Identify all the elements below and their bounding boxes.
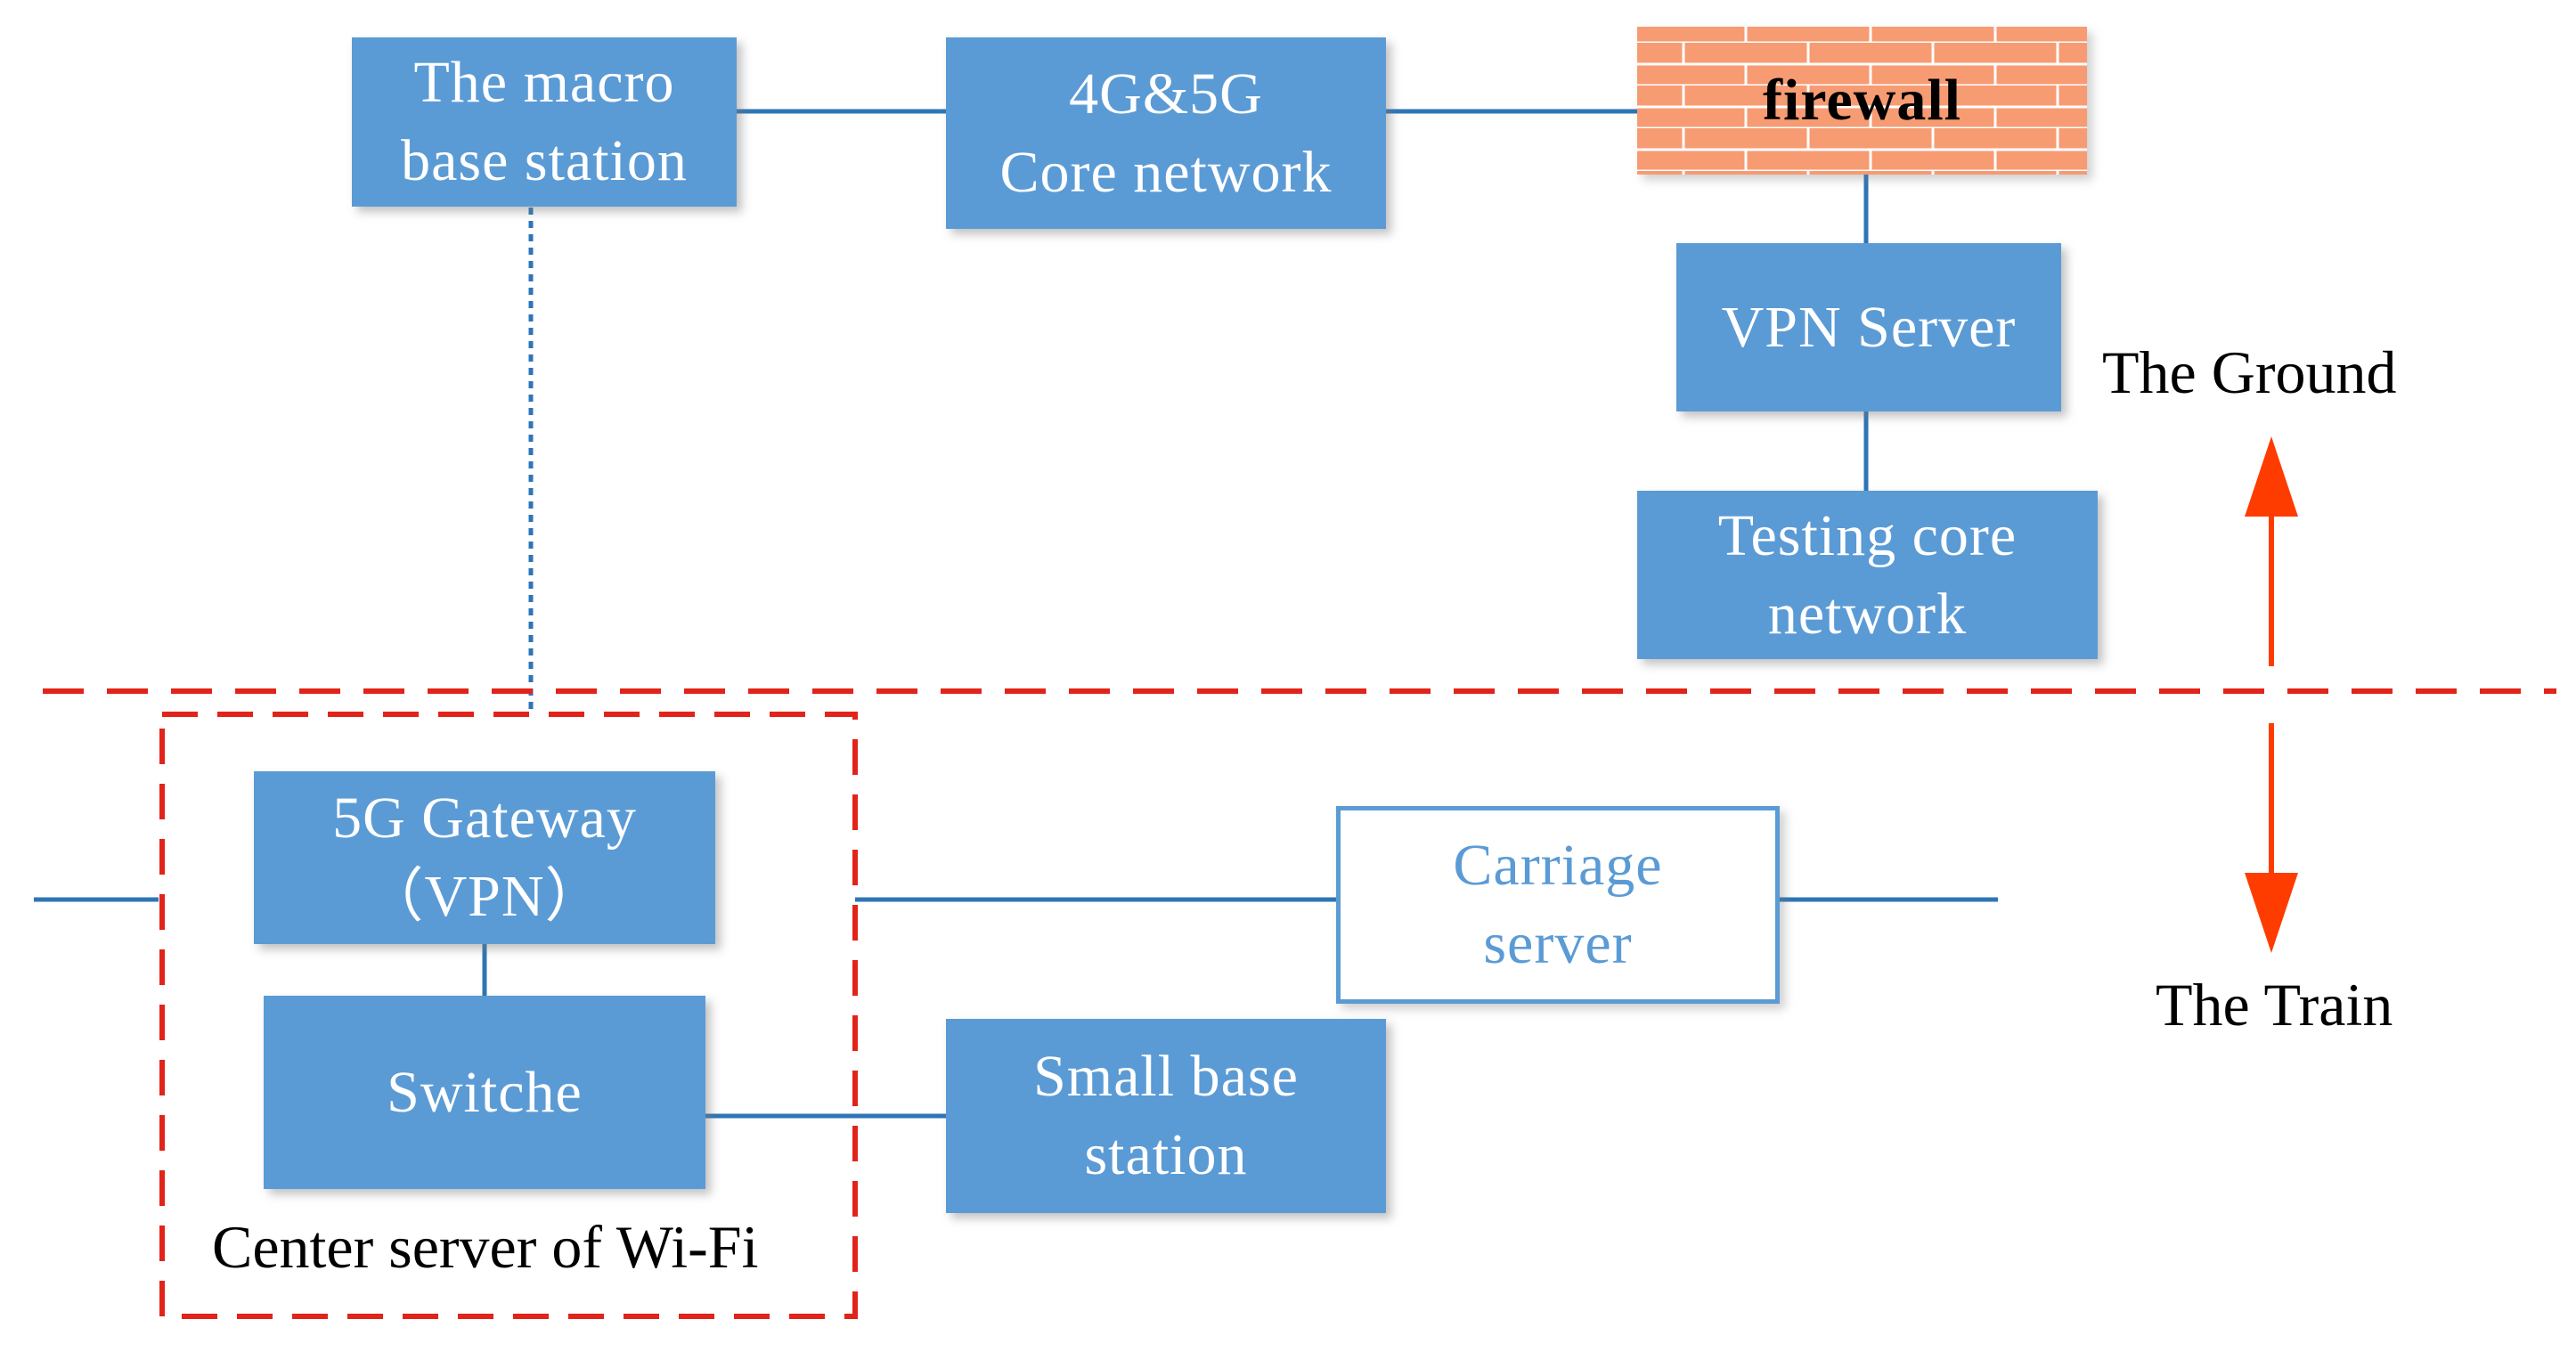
- macro-base-station-line2: base station: [401, 128, 688, 193]
- small-base-station-line1: Small base: [1033, 1044, 1299, 1109]
- vpn-server-label: VPN Server: [1721, 294, 2017, 360]
- carriage-server-node: Carriage server: [1336, 806, 1780, 1004]
- train-arrow-head: [2245, 873, 2298, 953]
- firewall-label: firewall: [1762, 68, 1962, 133]
- gateway-5g-line1: 5G Gateway: [332, 786, 637, 851]
- core-network-node: 4G&5G Core network: [946, 37, 1386, 229]
- testing-core-network-node: Testing core network: [1637, 491, 2098, 659]
- switche-node: Switche: [264, 996, 705, 1189]
- carriage-server-line2: server: [1483, 911, 1633, 976]
- vpn-server-node: VPN Server: [1676, 243, 2061, 411]
- core-network-line2: Core network: [999, 139, 1333, 205]
- wifi-center-label: Center server of Wi-Fi: [212, 1213, 759, 1281]
- ground-arrow-head: [2245, 436, 2298, 517]
- core-network-line1: 4G&5G: [1069, 61, 1263, 126]
- train-label: The Train: [2156, 971, 2393, 1038]
- wifi-center-group-border: [159, 712, 858, 1319]
- ground-label: The Ground: [2102, 338, 2397, 406]
- macro-base-station-line1: The macro: [413, 50, 675, 115]
- macro-base-station-node: The macro base station: [352, 37, 737, 207]
- firewall-node: firewall: [1637, 27, 2087, 175]
- gateway-5g-line2: （VPN）: [364, 864, 605, 929]
- small-base-station-node: Small base station: [946, 1019, 1386, 1213]
- carriage-server-line1: Carriage: [1453, 833, 1663, 898]
- gateway-5g-node: 5G Gateway （VPN）: [254, 771, 715, 944]
- testing-core-network-line2: network: [1767, 581, 1968, 647]
- firewall-brick-pattern: [1637, 27, 2087, 175]
- switche-label: Switche: [387, 1059, 583, 1125]
- small-base-station-line2: station: [1084, 1122, 1248, 1187]
- testing-core-network-line1: Testing core: [1717, 502, 2018, 568]
